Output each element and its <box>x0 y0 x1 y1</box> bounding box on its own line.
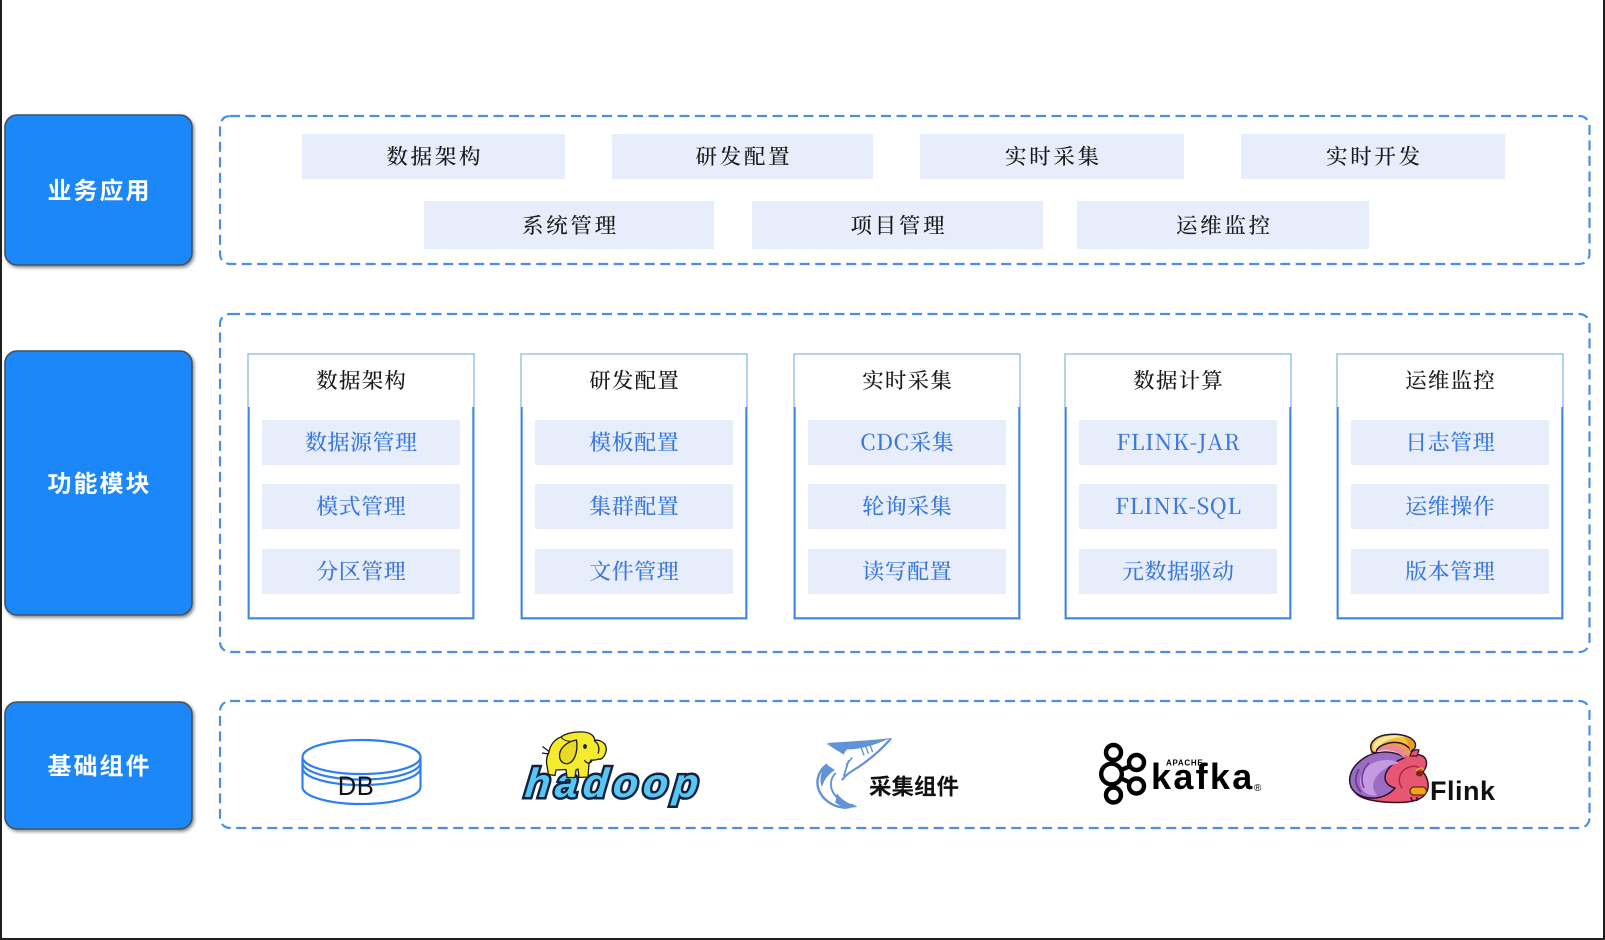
svg-text:DB: DB <box>338 770 375 801</box>
svg-text:APACHE: APACHE <box>1166 759 1203 768</box>
svg-text:kafka: kafka <box>1151 756 1255 797</box>
svg-text:Flink: Flink <box>1430 776 1496 806</box>
svg-text:®: ® <box>1254 783 1262 794</box>
